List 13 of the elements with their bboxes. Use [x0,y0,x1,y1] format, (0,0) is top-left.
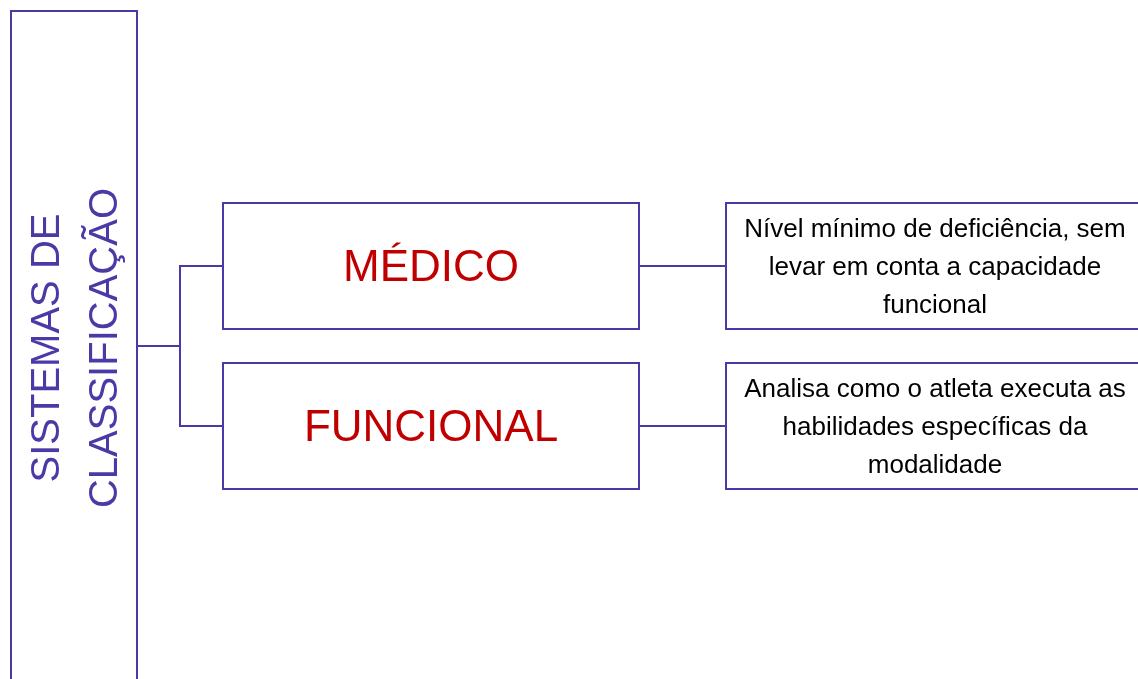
description-text: Analisa como o atleta executa as habilidades específicas da modalidade [743,372,1127,481]
category-label: FUNCIONAL [303,400,559,452]
connector-line [639,265,726,267]
description-box [725,362,1138,490]
vertical-title-box [10,10,138,679]
description-text: Nível mínimo de deficiência, sem levar em conta a capacidade funcional [743,212,1127,321]
connector-line [137,345,223,427]
category-label: MÉDICO [343,240,519,292]
category-box [222,202,640,330]
description-box [725,202,1138,330]
category-box [222,362,640,490]
vertical-title: SISTEMAS DE CLASSIFICAÇÃO [22,186,126,511]
connector-line [639,425,726,427]
